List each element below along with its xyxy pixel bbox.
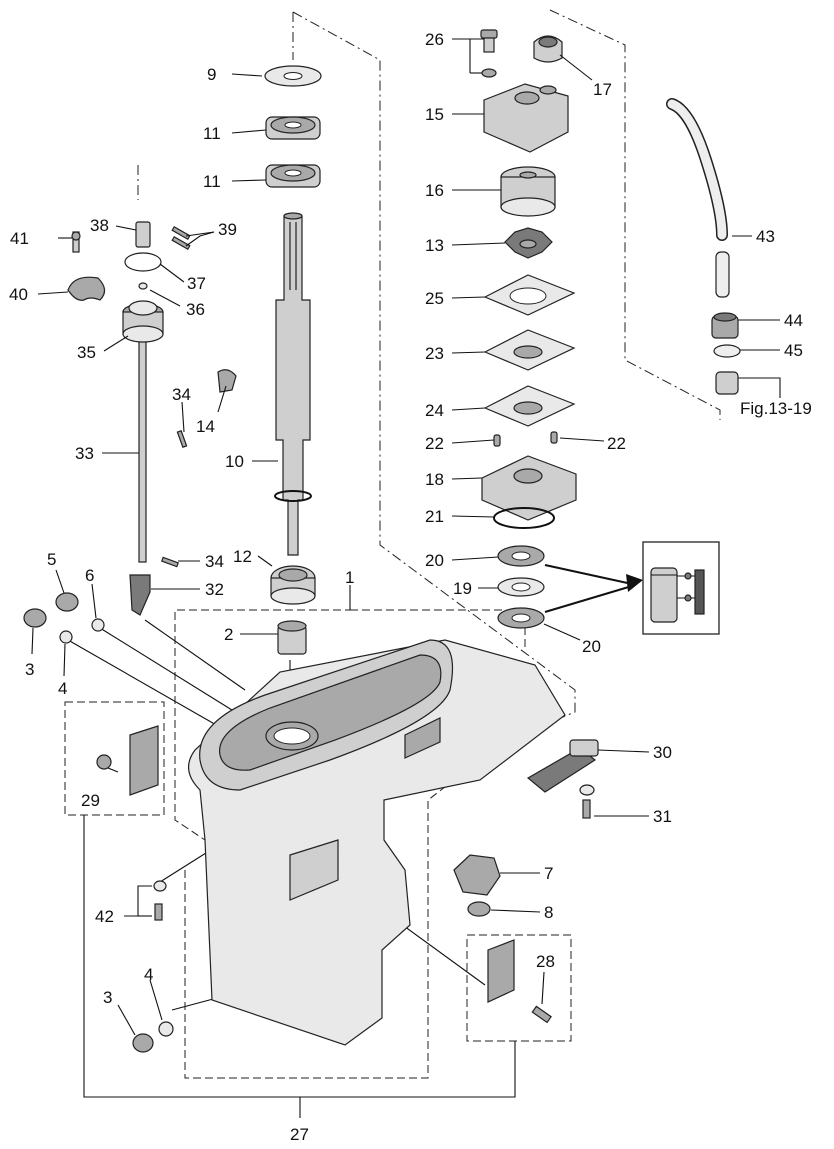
label-12: 12: [233, 547, 252, 566]
label-43: 43: [756, 227, 775, 246]
label-24: 24: [425, 401, 444, 420]
label-14: 14: [196, 417, 215, 436]
drive-shaft-group: [217, 65, 322, 605]
label-22a: 22: [425, 434, 444, 453]
rod-seal-35: [128, 300, 158, 316]
shift-rod-group: [67, 221, 191, 616]
label-38: 38: [90, 216, 109, 235]
group-box-29: [64, 701, 165, 816]
label-11b: 11: [203, 172, 221, 191]
label-44: 44: [784, 311, 803, 330]
label-10: 10: [225, 452, 244, 471]
label-2: 2: [224, 625, 233, 644]
label-18: 18: [425, 470, 444, 489]
label-3a: 3: [25, 660, 34, 679]
label-fig-ref: Fig.13-19: [740, 399, 812, 418]
label-34b: 34: [205, 552, 224, 571]
label-9: 9: [207, 65, 216, 84]
label-41: 41: [10, 229, 29, 248]
assembly-lines: [64, 9, 721, 1118]
group-box-28: [466, 934, 572, 1042]
label-39: 39: [218, 220, 237, 239]
label-16: 16: [425, 181, 444, 200]
label-17: 17: [593, 80, 612, 99]
label-23: 23: [425, 344, 444, 363]
part-labels: 9 11 11 14 10 12 1 2 26 17 15 16 13 25 2…: [9, 30, 812, 1144]
pump-housing: [483, 83, 569, 153]
water-pump-group: [480, 29, 577, 629]
shift-rod: [138, 339, 147, 563]
label-15: 15: [425, 105, 444, 124]
label-28: 28: [536, 952, 555, 971]
label-27: 27: [290, 1125, 309, 1144]
label-19: 19: [453, 579, 472, 598]
detail-inset: [544, 541, 720, 635]
label-4a: 4: [58, 679, 67, 698]
label-26: 26: [425, 30, 444, 49]
label-11a: 11: [203, 124, 221, 143]
label-21: 21: [425, 507, 444, 526]
small-parts: [23, 592, 599, 1053]
lower-case-body: [188, 620, 566, 1046]
label-20b: 20: [582, 637, 601, 656]
water-tube-group: [666, 98, 741, 395]
label-36: 36: [186, 300, 205, 319]
label-5: 5: [47, 550, 56, 569]
pump-base: [481, 455, 577, 521]
label-4b: 4: [144, 965, 153, 984]
label-13: 13: [425, 236, 444, 255]
label-20a: 20: [425, 551, 444, 570]
label-45: 45: [784, 341, 803, 360]
label-37: 37: [187, 274, 206, 293]
label-8: 8: [544, 903, 553, 922]
label-30: 30: [653, 743, 672, 762]
label-29: 29: [81, 791, 100, 810]
label-31: 31: [653, 807, 672, 826]
label-40: 40: [9, 285, 28, 304]
label-7: 7: [544, 864, 553, 883]
label-33: 33: [75, 444, 94, 463]
leader-lines: [31, 38, 781, 1036]
label-42: 42: [95, 907, 114, 926]
label-22b: 22: [607, 434, 626, 453]
label-32: 32: [205, 580, 224, 599]
label-6: 6: [85, 566, 94, 585]
label-3b: 3: [103, 988, 112, 1007]
label-25: 25: [425, 289, 444, 308]
drive-shaft: [275, 215, 311, 556]
label-1: 1: [345, 568, 354, 587]
label-34a: 34: [172, 385, 191, 404]
label-35: 35: [77, 343, 96, 362]
